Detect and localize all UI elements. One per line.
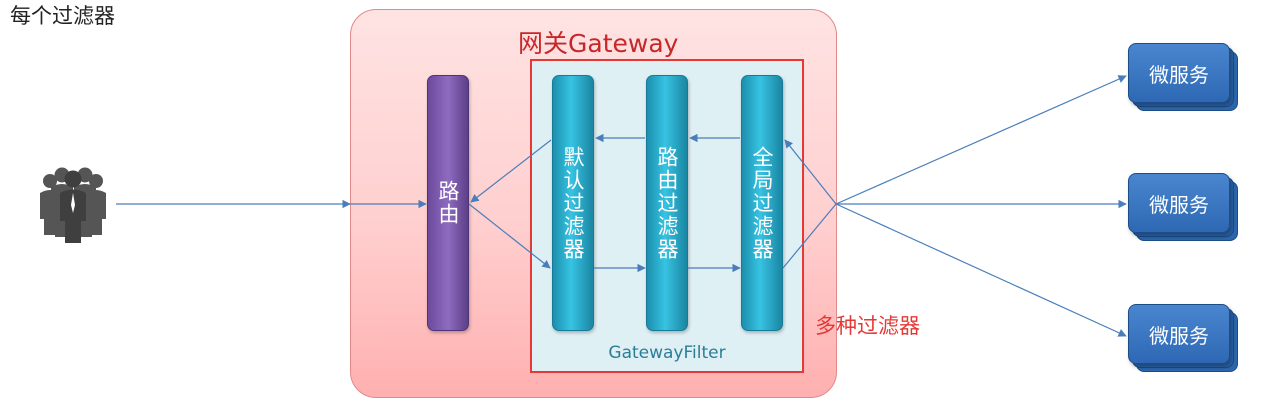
arrow-icon: [835, 203, 1127, 337]
microservice-node: 微服务: [1128, 173, 1238, 241]
microservice-node: 微服务: [1128, 304, 1238, 372]
gateway-filter-label: GatewayFilter: [608, 343, 726, 363]
default-filter-block: 默认过滤器: [552, 75, 594, 331]
multi-filters-label: 多种过滤器: [815, 314, 920, 338]
users-group-icon: [36, 165, 112, 247]
arrow-icon: [468, 203, 551, 269]
page-title: 每个过滤器: [10, 4, 115, 28]
route-filter-block: 路由过滤器: [646, 75, 688, 331]
microservice-label: 微服务: [1128, 304, 1230, 364]
arrow-icon: [782, 203, 837, 269]
arrow-icon: [835, 75, 1127, 205]
global-filter-block: 全局过滤器: [741, 75, 783, 331]
route-block: 路由: [427, 75, 469, 331]
microservice-node: 微服务: [1128, 43, 1238, 111]
microservice-label: 微服务: [1128, 43, 1230, 103]
arrow-icon: [784, 139, 837, 205]
microservice-label: 微服务: [1128, 173, 1230, 233]
arrow-icon: [470, 139, 552, 203]
gateway-title: 网关Gateway: [518, 29, 679, 58]
